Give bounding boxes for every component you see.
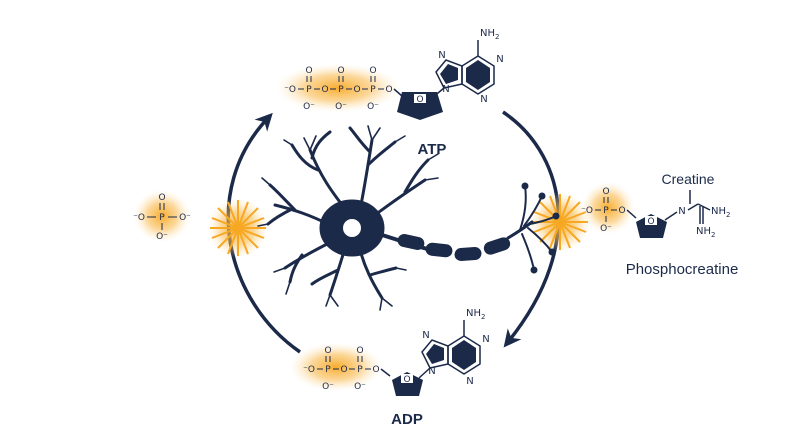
svg-text:N: N <box>428 366 435 377</box>
svg-text:N: N <box>466 376 473 387</box>
svg-text:O⁻: O⁻ <box>322 382 334 392</box>
phosphocreatine-label: Phosphocreatine <box>626 261 739 278</box>
creatine-label: Creatine <box>662 171 715 187</box>
svg-text:O: O <box>372 365 379 375</box>
svg-text:O: O <box>618 206 625 216</box>
svg-text:O: O <box>356 346 363 356</box>
svg-text:⁻O: ⁻O <box>581 206 593 216</box>
atp-molecule: ⁻O P O O⁻ O P O O⁻ O P O O⁻ O <box>276 28 504 120</box>
svg-text:NH2: NH2 <box>466 308 485 321</box>
svg-text:P: P <box>306 85 312 95</box>
svg-text:N: N <box>422 330 429 341</box>
svg-text:NH2: NH2 <box>696 226 715 239</box>
svg-text:O⁻: O⁻ <box>354 382 366 392</box>
svg-text:O⁻: O⁻ <box>335 102 347 112</box>
svg-text:O: O <box>647 217 654 227</box>
svg-text:P: P <box>338 85 344 95</box>
svg-text:O⁻: O⁻ <box>303 102 315 112</box>
atp-adenine: N N N N NH2 <box>431 28 504 105</box>
svg-text:⁻O: ⁻O <box>284 85 296 95</box>
svg-text:O: O <box>337 66 344 76</box>
svg-text:O: O <box>158 193 165 203</box>
svg-text:NH2: NH2 <box>480 28 499 41</box>
svg-text:N: N <box>442 84 449 95</box>
svg-text:P: P <box>159 213 165 223</box>
free-phosphate: O ⁻O P O⁻ O⁻ <box>133 190 191 242</box>
svg-text:O: O <box>305 66 312 76</box>
svg-text:O: O <box>340 365 347 375</box>
svg-text:P: P <box>325 365 331 375</box>
svg-text:P: P <box>370 85 376 95</box>
svg-text:O⁻: O⁻ <box>600 224 612 234</box>
adp-molecule: ⁻O P O O⁻ O P O O⁻ O O N N N N NH2 <box>290 308 490 396</box>
svg-text:O: O <box>353 85 360 95</box>
svg-text:O⁻: O⁻ <box>367 102 379 112</box>
svg-text:N: N <box>482 334 489 345</box>
svg-text:O: O <box>321 85 328 95</box>
atp-phosphate-chain: ⁻O P O O⁻ O P O O⁻ O P O O⁻ O <box>284 66 392 112</box>
svg-text:NH2: NH2 <box>711 206 730 219</box>
svg-text:O: O <box>403 375 410 385</box>
svg-text:⁻O: ⁻O <box>303 365 315 375</box>
svg-text:N: N <box>678 206 685 217</box>
atp-label: ATP <box>418 141 447 158</box>
svg-text:⁻O: ⁻O <box>133 213 145 223</box>
svg-text:P: P <box>603 206 609 216</box>
svg-text:N: N <box>480 94 487 105</box>
svg-text:O: O <box>602 187 609 197</box>
cycle-arrows <box>226 110 561 354</box>
svg-text:O: O <box>324 346 331 356</box>
svg-text:N: N <box>496 54 503 65</box>
svg-text:O: O <box>385 85 392 95</box>
energy-burst-icon <box>208 198 268 258</box>
svg-text:O: O <box>416 95 423 105</box>
atp-ribose: O <box>393 88 443 120</box>
svg-text:N: N <box>438 50 445 61</box>
svg-text:O⁻: O⁻ <box>179 213 191 223</box>
neuron-icon <box>257 125 560 311</box>
phosphocreatine-molecule: O ⁻O P O O⁻ O N NH2 NH2 <box>581 182 730 239</box>
svg-text:O⁻: O⁻ <box>156 232 168 242</box>
svg-text:P: P <box>357 365 363 375</box>
svg-text:O: O <box>369 66 376 76</box>
adp-label: ADP <box>391 411 423 428</box>
